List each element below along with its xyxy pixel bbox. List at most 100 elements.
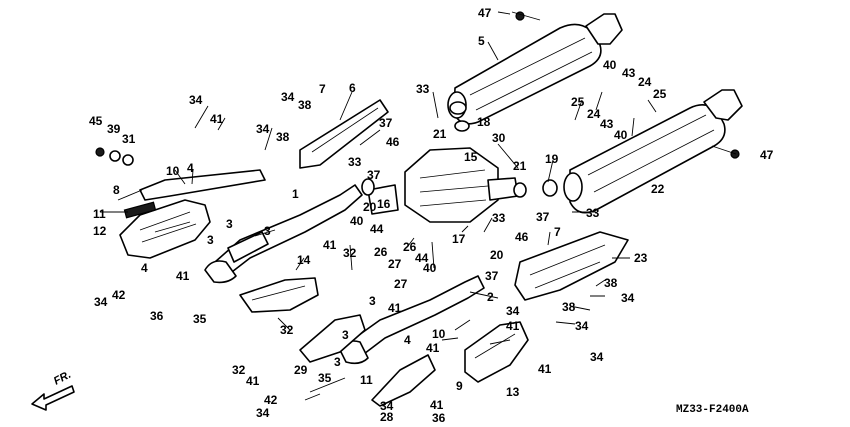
stay-8 (139, 169, 266, 201)
callout-41: 41 (506, 319, 520, 333)
leader-lines (100, 11, 657, 401)
callout-20: 20 (363, 200, 377, 214)
callout-40: 40 (423, 261, 437, 275)
callout-31: 31 (122, 132, 136, 146)
callout-25: 25 (571, 95, 585, 109)
callout-36: 36 (150, 309, 164, 323)
callout-24: 24 (638, 75, 652, 89)
callout-34: 34 (575, 319, 589, 333)
callout-38: 38 (604, 276, 618, 290)
callout-36: 36 (432, 411, 446, 425)
callout-34: 34 (380, 399, 394, 413)
callout-26: 26 (403, 240, 417, 254)
callout-30: 30 (492, 131, 506, 145)
callout-32: 32 (232, 363, 246, 377)
callout-3: 3 (264, 224, 271, 238)
callout-25: 25 (653, 87, 667, 101)
bracket-14 (239, 277, 319, 313)
callout-35: 35 (193, 312, 207, 326)
collar-39 (109, 150, 121, 162)
muffler-lower (563, 89, 743, 214)
callout-8: 8 (113, 183, 120, 197)
callout-28: 28 (380, 410, 394, 424)
muffler-upper (447, 13, 623, 125)
callout-27: 27 (388, 257, 402, 271)
callout-32: 32 (343, 246, 357, 260)
callout-5: 5 (478, 34, 485, 48)
protector-13 (464, 321, 529, 383)
callout-3: 3 (369, 294, 376, 308)
callout-41: 41 (430, 398, 444, 412)
callout-12: 12 (93, 224, 107, 238)
callout-11: 11 (360, 373, 373, 387)
callout-9: 9 (456, 379, 463, 393)
callout-numbers: 47 5 40 43 24 25 25 24 43 40 47 22 33 18… (89, 6, 774, 425)
callout-33: 33 (492, 211, 506, 225)
gasket-20 (361, 178, 375, 196)
callout-40: 40 (614, 128, 628, 142)
callout-15: 15 (464, 150, 478, 164)
cover-6 (299, 99, 389, 169)
callout-34: 34 (189, 93, 203, 107)
callout-20: 20 (490, 248, 504, 262)
callout-34: 34 (281, 90, 295, 104)
bracket-28 (371, 354, 436, 407)
callout-40: 40 (350, 214, 364, 228)
callout-38: 38 (562, 300, 576, 314)
callout-43: 43 (600, 117, 614, 131)
callout-37: 37 (367, 168, 381, 182)
callout-37: 37 (379, 116, 393, 130)
callout-11: 11 (93, 207, 106, 221)
callout-47: 47 (478, 6, 492, 20)
callout-17: 17 (452, 232, 466, 246)
callout-35: 35 (318, 371, 332, 385)
callout-40: 40 (603, 58, 617, 72)
callout-2: 2 (487, 290, 494, 304)
rubber-31 (122, 154, 134, 166)
callout-26: 26 (374, 245, 388, 259)
callout-47: 47 (760, 148, 774, 162)
callout-19: 19 (545, 152, 559, 166)
callout-37: 37 (536, 210, 550, 224)
callout-41: 41 (426, 341, 440, 355)
callout-4: 4 (187, 161, 194, 175)
callout-34: 34 (590, 350, 604, 364)
callout-3: 3 (334, 355, 341, 369)
callout-42: 42 (264, 393, 278, 407)
callout-21: 21 (433, 127, 447, 141)
gasket-21-lower (513, 182, 527, 198)
callout-10: 10 (166, 164, 180, 178)
callout-34: 34 (94, 295, 108, 309)
callout-34: 34 (256, 122, 270, 136)
exhaust-pipe-1 (204, 184, 363, 284)
muffler-chamber (404, 147, 519, 223)
callout-45: 45 (89, 114, 103, 128)
cover-23 (514, 231, 629, 301)
band-18 (449, 101, 467, 115)
callout-24: 24 (587, 107, 601, 121)
bracket-29 (299, 314, 366, 363)
callout-22: 22 (651, 182, 665, 196)
callout-3: 3 (226, 217, 233, 231)
callout-10: 10 (432, 327, 446, 341)
callout-46: 46 (515, 230, 529, 244)
callout-46: 46 (386, 135, 400, 149)
front-direction-label: FR. (52, 369, 73, 388)
callout-4: 4 (141, 261, 148, 275)
strap-11 (123, 201, 157, 219)
callout-39: 39 (107, 122, 121, 136)
callout-29: 29 (294, 363, 308, 377)
callout-34: 34 (621, 291, 635, 305)
callout-44: 44 (415, 251, 429, 265)
callout-23: 23 (634, 251, 648, 265)
callout-3: 3 (207, 233, 214, 247)
callout-1: 1 (292, 187, 299, 201)
callout-41: 41 (246, 374, 260, 388)
callout-34: 34 (506, 304, 520, 318)
callout-18: 18 (477, 115, 491, 129)
callout-3: 3 (342, 328, 349, 342)
callout-27: 27 (394, 277, 408, 291)
callout-43: 43 (622, 66, 636, 80)
